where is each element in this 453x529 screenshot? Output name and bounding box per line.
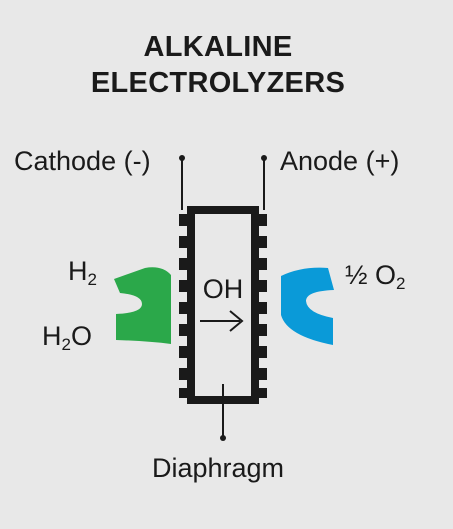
title-line-1: ALKALINE [144,31,293,63]
h2-label: H2 [68,256,97,289]
diaphragm-pointer-dot [220,435,226,441]
hydroxide-ion-label: OH [203,274,244,304]
arrow-right-icon [200,310,244,332]
h2o-base-o: O [71,321,92,351]
electrolyzer-cell [187,206,259,404]
cathode-electrode [179,214,189,398]
o2-prefix: ½ O [345,260,396,290]
h2-subscript: 2 [88,270,97,289]
h2o-base-h: H [42,321,62,351]
anode-lead-wire [261,155,267,210]
anode-gas-flow-shape [281,267,334,345]
title-line-2: ELECTROLYZERS [91,67,345,99]
h2-base: H [68,256,88,286]
anode-electrode [257,214,267,398]
cathode-gas-flow-shape [114,267,171,344]
h2o-subscript: 2 [62,335,71,354]
diaphragm-label: Diaphragm [152,453,284,483]
cathode-label: Cathode (-) [14,146,151,176]
o2-label: ½ O2 [345,260,406,293]
h2o-label: H2O [42,321,92,354]
o2-subscript: 2 [396,274,405,293]
cathode-lead-wire [179,155,185,210]
anode-label: Anode (+) [280,146,399,176]
